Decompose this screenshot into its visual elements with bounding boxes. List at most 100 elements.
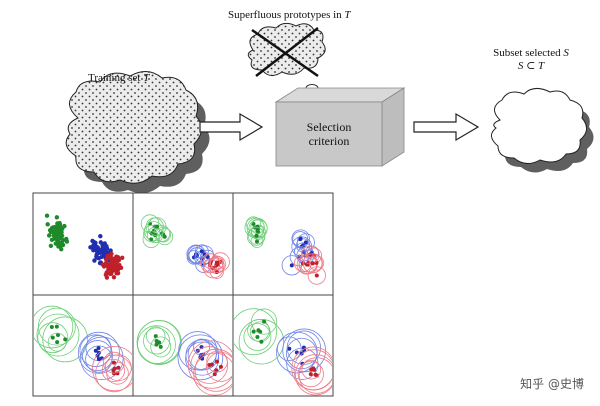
data-point: [55, 340, 60, 345]
coverage-ring: [210, 257, 224, 271]
coverage-ring: [293, 349, 332, 391]
data-point: [158, 344, 163, 349]
scatter-panel: [244, 216, 326, 285]
coverage-ring: [194, 348, 232, 392]
subset-title-var: S: [563, 47, 569, 59]
data-point: [259, 339, 264, 344]
superfluous-title-text: Superfluous prototypes in: [228, 9, 345, 21]
data-point: [199, 249, 204, 254]
coverage-ring: [251, 308, 278, 335]
data-point: [218, 364, 223, 369]
data-point: [46, 233, 52, 238]
coverage-ring: [177, 334, 224, 381]
coverage-ring: [34, 305, 74, 349]
data-point: [214, 270, 219, 275]
data-point: [60, 226, 65, 231]
coverage-ring: [307, 266, 326, 285]
data-point: [111, 257, 117, 263]
data-point: [287, 346, 292, 351]
data-point: [120, 255, 125, 260]
coverage-ring: [101, 358, 125, 383]
data-point: [45, 222, 50, 227]
coverage-ring: [301, 360, 322, 380]
selection-criterion-box: [274, 87, 406, 167]
coverage-ring: [82, 340, 113, 372]
data-point: [157, 340, 162, 345]
training-title-text: Training set: [88, 72, 144, 84]
selection-criterion-label: Selection criterion: [276, 120, 382, 148]
data-point: [50, 335, 55, 340]
coverage-ring: [77, 331, 120, 374]
data-point: [155, 224, 160, 229]
coverage-ring: [104, 354, 132, 382]
data-point: [57, 220, 62, 226]
training-cloud-icon: [65, 71, 210, 194]
data-point: [91, 244, 96, 249]
coverage-ring: [143, 221, 164, 241]
data-point: [55, 235, 61, 240]
subset-cloud-icon: [491, 88, 594, 173]
coverage-ring: [292, 231, 309, 248]
coverage-ring: [95, 354, 132, 393]
coverage-ring: [282, 328, 327, 373]
coverage-ring: [247, 227, 266, 245]
coverage-ring: [250, 219, 265, 234]
data-point: [309, 367, 314, 372]
data-point: [289, 263, 294, 268]
scatter-panel: [140, 214, 230, 279]
data-point: [308, 372, 313, 377]
data-point: [48, 229, 54, 235]
coverage-ring: [234, 308, 277, 356]
data-point: [54, 215, 60, 220]
coverage-ring: [136, 319, 182, 365]
data-point: [99, 254, 104, 260]
data-point: [118, 265, 124, 271]
coverage-ring: [185, 341, 220, 376]
data-point: [58, 243, 63, 249]
data-point: [251, 221, 256, 226]
coverage-ring: [243, 323, 272, 351]
data-point: [95, 353, 100, 358]
data-point: [207, 362, 212, 367]
coverage-ring: [150, 336, 172, 358]
coverage-ring: [37, 322, 69, 354]
coverage-ring: [294, 354, 332, 396]
data-point: [114, 270, 119, 276]
data-point: [57, 229, 63, 235]
coverage-ring: [194, 244, 209, 259]
coverage-ring: [245, 216, 262, 232]
data-point: [104, 246, 110, 252]
data-point: [55, 333, 60, 338]
data-point: [153, 334, 158, 339]
arrow-icon: [199, 112, 264, 142]
superfluous-title-var: T: [344, 9, 351, 21]
coverage-ring: [291, 229, 310, 248]
data-point: [256, 328, 261, 333]
coverage-ring: [103, 351, 125, 374]
data-point: [111, 275, 117, 280]
coverage-ring: [142, 230, 160, 249]
data-point: [54, 324, 59, 329]
data-point: [104, 257, 109, 262]
data-point: [116, 365, 121, 370]
data-point: [111, 360, 116, 365]
data-point: [93, 348, 98, 353]
training-title: Training set T: [88, 72, 149, 85]
data-point: [254, 233, 259, 238]
data-point: [109, 251, 114, 257]
data-point: [313, 372, 318, 377]
subset-relation: S ⊂ T: [517, 60, 545, 72]
data-point: [212, 372, 217, 377]
data-point: [312, 367, 317, 372]
scatter-panel: [234, 308, 332, 396]
data-point: [215, 359, 220, 364]
coverage-ring: [42, 316, 89, 363]
data-point: [101, 241, 106, 247]
data-point: [149, 237, 154, 242]
coverage-ring: [187, 340, 232, 389]
coverage-ring: [281, 255, 302, 276]
coverage-ring: [308, 255, 325, 271]
coverage-ring: [248, 219, 268, 239]
coverage-ring: [206, 350, 228, 373]
